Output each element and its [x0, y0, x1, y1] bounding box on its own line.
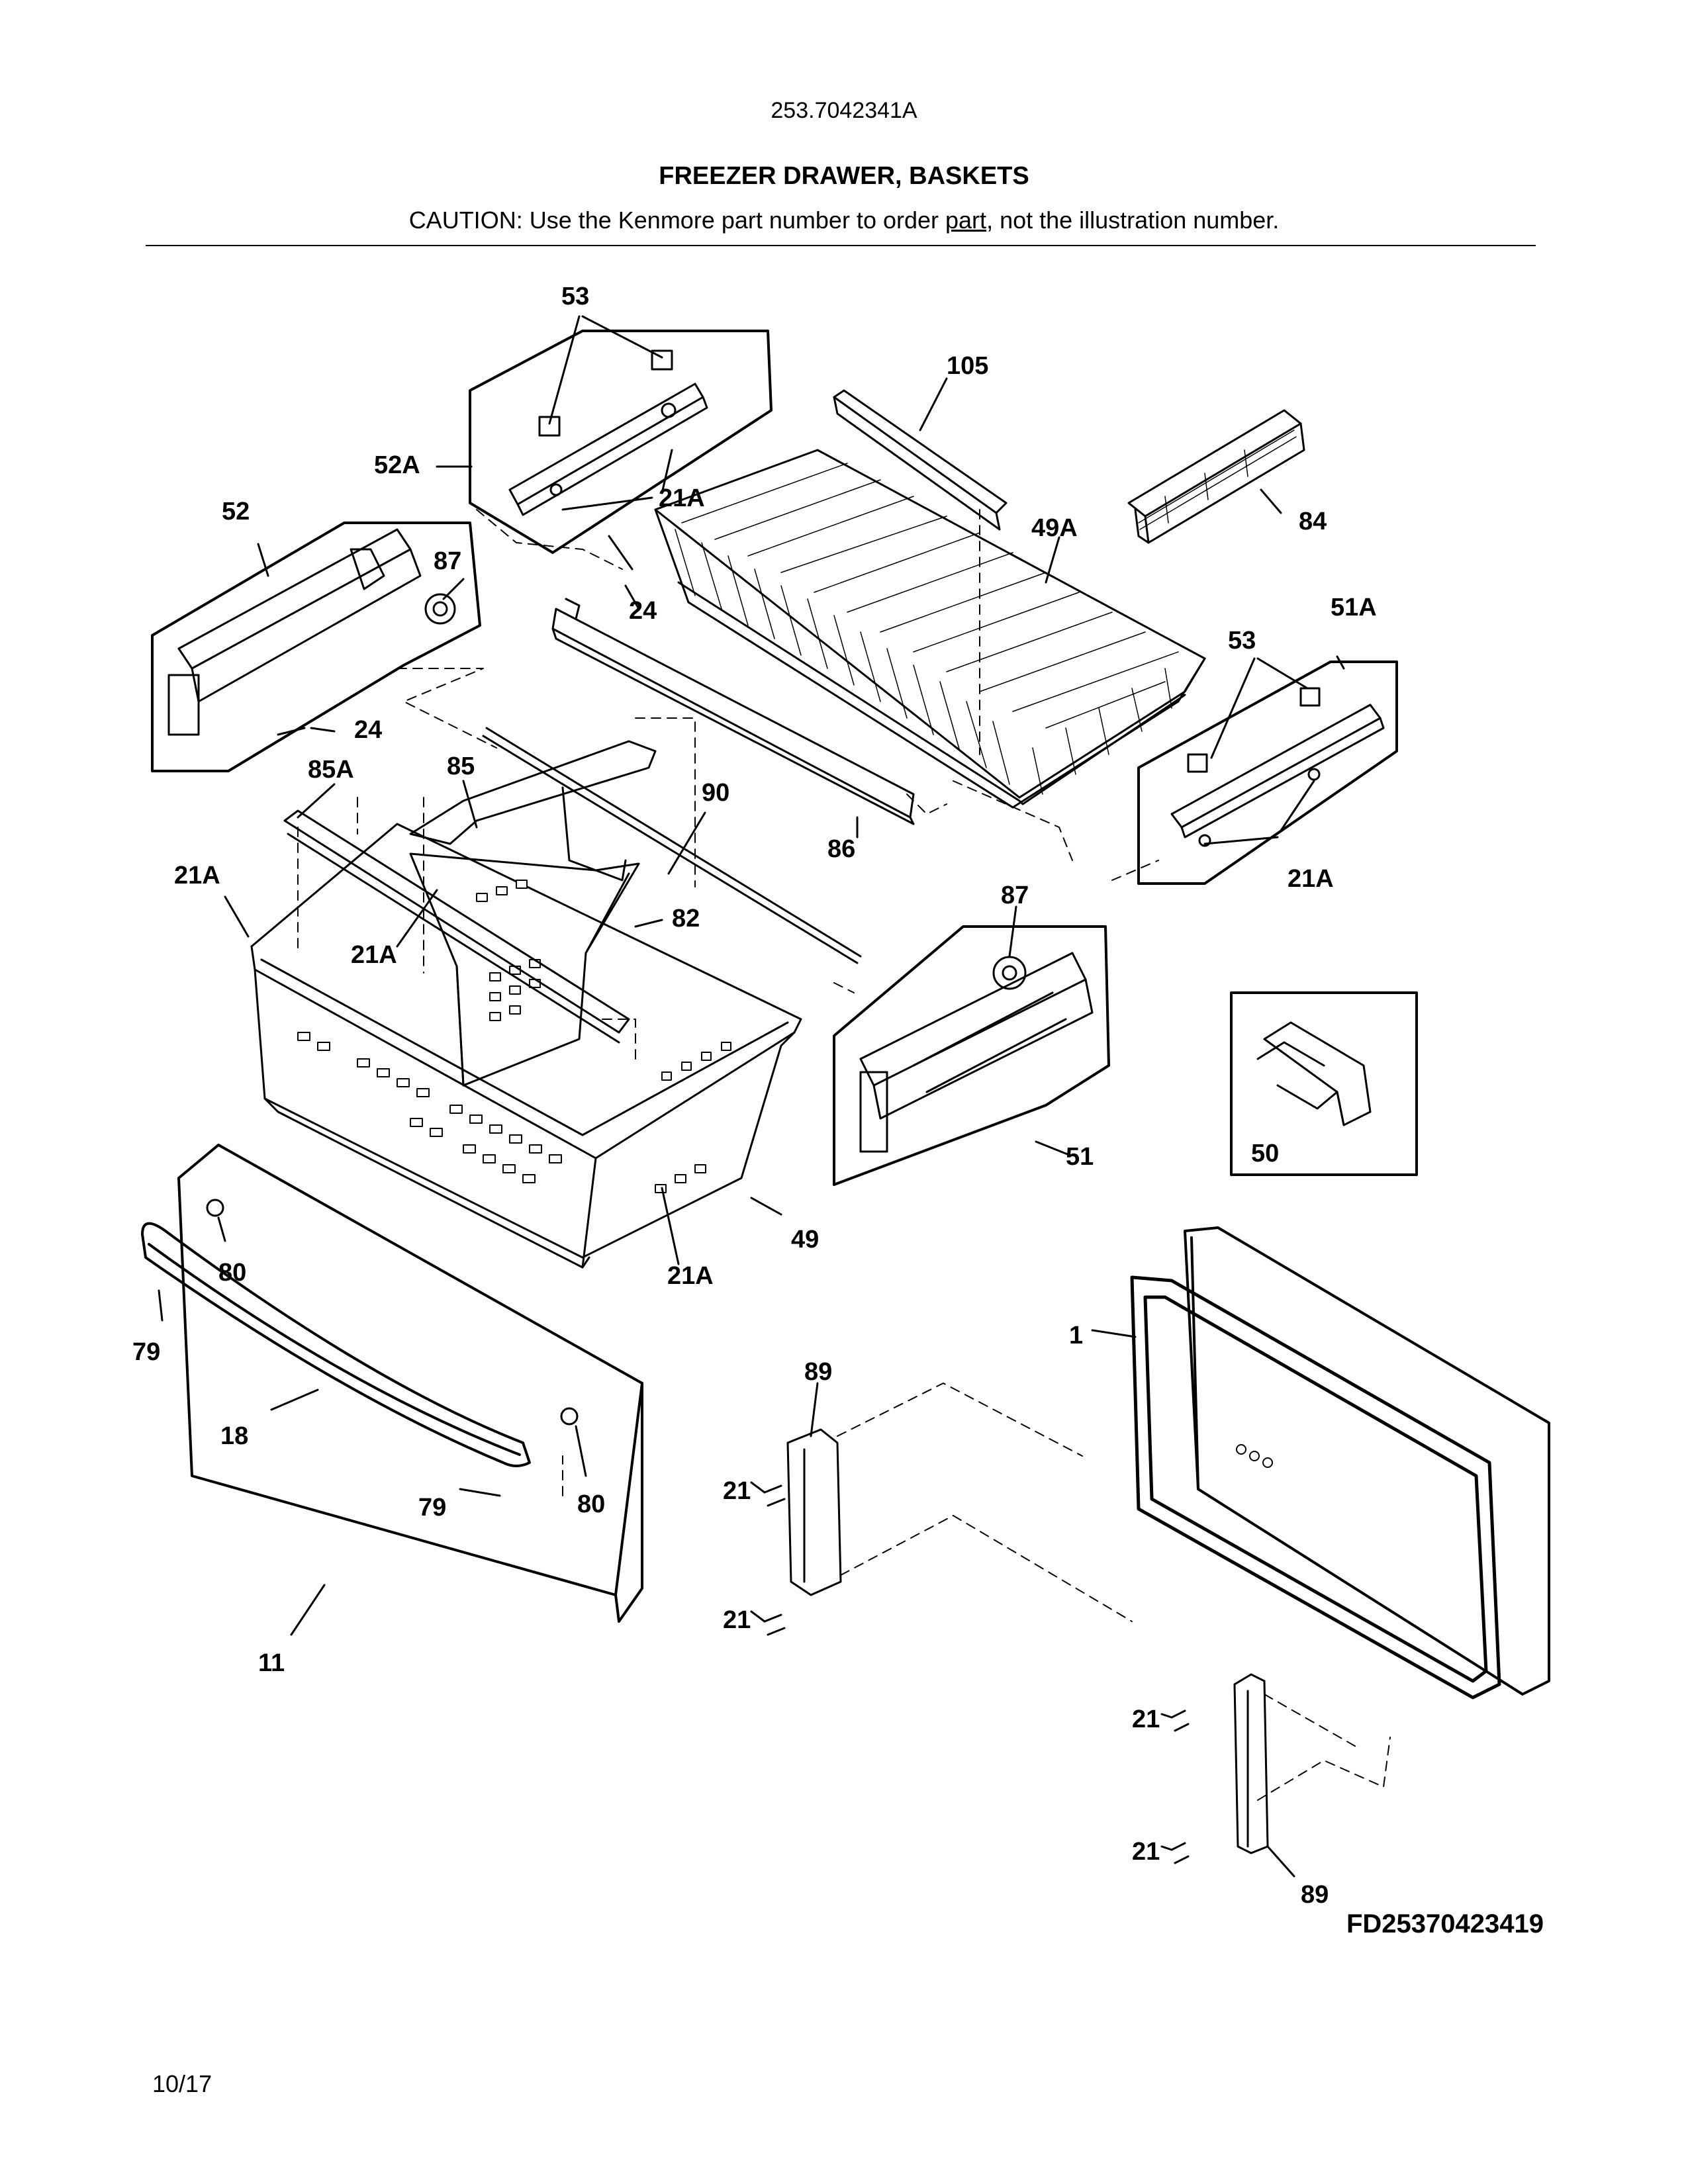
- basket-wires: [675, 463, 1179, 795]
- basket-82: [409, 852, 640, 1087]
- callout-49: 49: [791, 1226, 819, 1253]
- callout-24: 24: [354, 716, 382, 744]
- callout-21A: 21A: [351, 941, 397, 969]
- callout-21: 21: [1132, 1838, 1160, 1866]
- slide-52: [167, 528, 456, 736]
- inset-box-51A: [1137, 660, 1398, 885]
- inset-box-52: [151, 522, 481, 772]
- inset-box-52A: [469, 330, 773, 554]
- wire-basket-49A: [654, 449, 1206, 809]
- callout-84: 84: [1299, 508, 1327, 535]
- header-divider: [146, 245, 1536, 246]
- handle-85: [409, 740, 657, 882]
- callout-52: 52: [222, 498, 250, 525]
- callout-53: 53: [1228, 627, 1256, 655]
- callout-86: 86: [827, 835, 855, 863]
- callout-21A: 21A: [659, 484, 705, 512]
- dashed-alignment-lines: [297, 509, 1391, 1801]
- callout-21A: 21A: [667, 1262, 714, 1290]
- callout-24: 24: [629, 597, 657, 625]
- callout-89: 89: [804, 1358, 832, 1386]
- inset-box-50: [1230, 991, 1418, 1176]
- page-date: 10/17: [152, 2070, 212, 2097]
- bin-vents: [297, 1032, 731, 1193]
- callout-21: 21: [1132, 1706, 1160, 1733]
- callout-50: 50: [1251, 1140, 1279, 1167]
- trim-105: [833, 389, 1008, 531]
- divider-84: [1127, 409, 1305, 544]
- callout-18: 18: [220, 1422, 248, 1450]
- bracket-50: [1256, 1021, 1372, 1126]
- bracket-89-a: [786, 1428, 842, 1596]
- callout-53: 53: [561, 283, 589, 310]
- rod-90: [485, 727, 862, 958]
- caution-prefix: CAUTION: Use the Kenmore part number to …: [408, 206, 946, 234]
- door-panel: [1184, 1226, 1550, 1696]
- inset-box-51: [833, 925, 1110, 1186]
- callout-labels: 53 52A 21A 105 49A 84 52 87 24 24 51A 53…: [132, 283, 1377, 1909]
- caution-suffix: , not the illustration number.: [986, 206, 1280, 234]
- callout-79: 79: [132, 1338, 160, 1366]
- callout-87: 87: [1001, 882, 1029, 909]
- door-handle-18: [141, 1222, 531, 1467]
- callout-51A: 51A: [1331, 594, 1377, 621]
- rail-86: [551, 598, 915, 825]
- callout-85: 85: [447, 752, 475, 780]
- slide-51A: [1170, 687, 1385, 847]
- bracket-89-b: [1233, 1673, 1269, 1854]
- slide-51: [859, 952, 1094, 1153]
- cap-80-a: [206, 1199, 224, 1217]
- callout-49A: 49A: [1031, 514, 1078, 542]
- callout-11: 11: [258, 1649, 285, 1677]
- model-number: 253.7042341A: [771, 98, 917, 123]
- callout-51: 51: [1066, 1143, 1094, 1171]
- drawer-bin-49: [250, 823, 802, 1269]
- callout-80: 80: [577, 1490, 605, 1518]
- screws: [277, 535, 1190, 1864]
- callout-21A: 21A: [1288, 865, 1334, 893]
- callout-1: 1: [1069, 1322, 1083, 1349]
- figure-code: FD25370423419: [1346, 1909, 1544, 1938]
- callout-105: 105: [947, 352, 988, 380]
- callout-80: 80: [218, 1259, 246, 1287]
- caution-part-word: part: [945, 206, 987, 234]
- callout-82: 82: [672, 905, 700, 933]
- callout-90: 90: [702, 779, 729, 807]
- callout-21A: 21A: [174, 862, 220, 889]
- callout-87: 87: [434, 547, 461, 575]
- handle-85A: [283, 809, 630, 1044]
- drawer-front-11: [177, 1144, 643, 1623]
- gasket-1: [1130, 1275, 1501, 1700]
- page-title: FREEZER DRAWER, BASKETS: [659, 162, 1029, 190]
- callout-21: 21: [723, 1477, 751, 1505]
- cap-80-b: [560, 1407, 579, 1426]
- callout-79: 79: [418, 1494, 446, 1522]
- callout-85A: 85A: [308, 756, 354, 784]
- leader-lines: [158, 315, 1345, 1878]
- callout-52A: 52A: [374, 451, 420, 479]
- callout-89: 89: [1301, 1881, 1329, 1909]
- callout-21: 21: [723, 1606, 751, 1634]
- caution-notice: CAUTION: Use the Kenmore part number to …: [0, 206, 1688, 234]
